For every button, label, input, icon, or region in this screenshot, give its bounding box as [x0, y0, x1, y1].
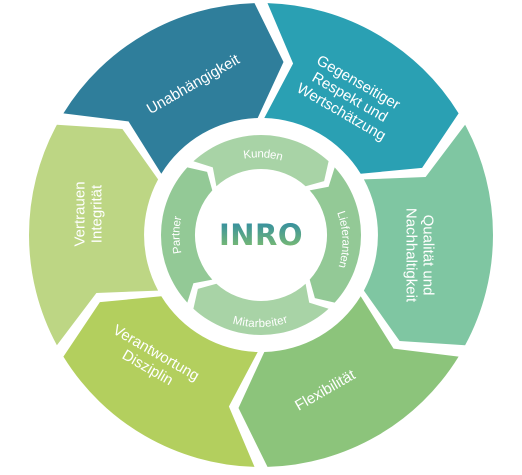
outer-segment-qualitaet — [363, 124, 493, 346]
inner-label-mitarbeiter: Mitarbeiter — [232, 314, 290, 331]
outer-label-line: Integrität — [89, 184, 106, 243]
inner-label-lieferanten: Lieferanten — [334, 210, 351, 270]
stakeholder-ring — [160, 134, 362, 336]
inner-label-text: Lieferanten — [334, 210, 351, 270]
inner-segment-lieferanten — [309, 167, 362, 303]
outer-segment-flexibilitaet — [238, 296, 459, 467]
outer-label-vertrauen: VertrauenIntegrität — [72, 181, 106, 246]
outer-values-ring — [29, 3, 493, 467]
outer-label-line: Vertrauen — [72, 181, 89, 246]
outer-segment-verantwortung — [63, 296, 258, 467]
outer-label-line: Nachhaltigkeit — [403, 208, 420, 303]
inner-label-partner: Partner — [170, 215, 184, 255]
center-disc — [203, 177, 319, 293]
outer-label-qualitaet: Qualität undNachhaltigkeit — [403, 208, 437, 303]
outer-segment-respekt — [264, 3, 459, 174]
inner-segment-kunden — [193, 134, 329, 187]
outer-segment-unabhaengigkeit — [63, 3, 284, 174]
inner-segment-partner — [160, 167, 213, 303]
inner-label-text: Partner — [170, 215, 184, 255]
outer-label-line: Qualität und — [420, 215, 437, 296]
inner-label-kunden: Kunden — [243, 148, 284, 163]
inro-logo: INRO — [219, 218, 303, 252]
inner-label-text: Kunden — [243, 148, 284, 163]
outer-segment-vertrauen — [29, 124, 159, 346]
inner-segment-mitarbeiter — [193, 283, 329, 336]
inner-label-text: Mitarbeiter — [232, 314, 290, 331]
